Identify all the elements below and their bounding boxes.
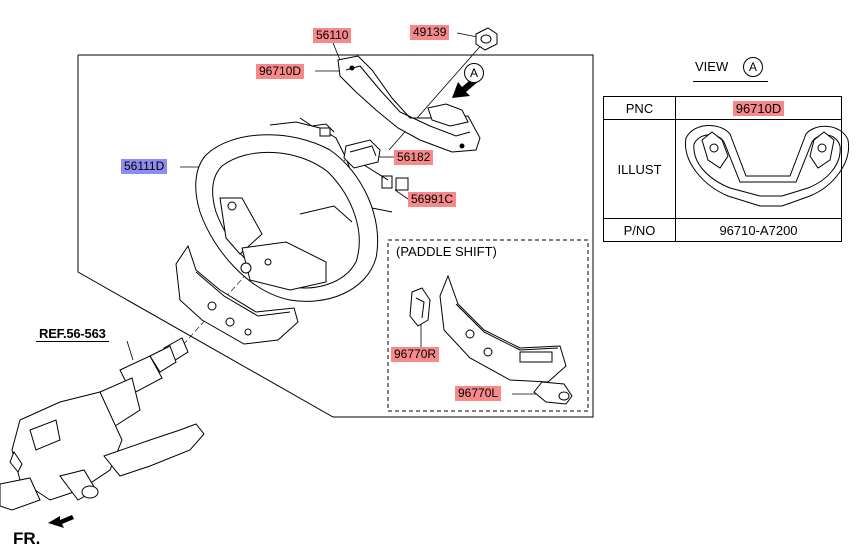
label-96710d[interactable]: 96710D [256, 64, 305, 79]
illust-header: ILLUST [603, 119, 676, 219]
table-row-illust: ILLUST [603, 119, 842, 219]
lower-cover-part [175, 244, 299, 345]
pnc-value[interactable]: 96710D [732, 100, 785, 116]
table-row-pno: P/NO 96710-A7200 [603, 218, 842, 242]
label-ref[interactable]: REF.56-563 [36, 326, 109, 342]
paddle-cover-part [439, 274, 567, 383]
clock-spring-part [343, 139, 381, 169]
table-row-pnc: PNC 96710D [603, 96, 842, 120]
steering-wheel-part [195, 134, 379, 302]
view-title-marker: A [743, 57, 763, 77]
view-underline [693, 81, 768, 82]
pno-header: P/NO [603, 218, 676, 242]
label-56111d[interactable]: 56111D [121, 159, 168, 174]
label-96770r[interactable]: 96770R [391, 347, 440, 362]
assembly-frame [77, 54, 594, 418]
front-arrow [48, 515, 74, 528]
label-front: FR. [13, 529, 41, 548]
label-49139[interactable]: 49139 [410, 25, 450, 40]
pnc-header: PNC [603, 96, 676, 120]
view-marker-circle: A [464, 63, 484, 83]
label-56182[interactable]: 56182 [394, 150, 434, 165]
paddle-left-part [533, 381, 573, 405]
pnc-table: PNC 96710D ILLUST P/NO 96710-A7200 [603, 96, 842, 242]
nut-part [475, 27, 498, 51]
label-56991c[interactable]: 56991C [408, 192, 457, 207]
pno-value: 96710-A7200 [675, 218, 842, 242]
paddle-right-part [409, 287, 431, 327]
label-56110[interactable]: 56110 [313, 28, 352, 43]
steering-column-part [0, 337, 205, 511]
paddle-shift-box [387, 239, 589, 412]
illust-cell [675, 119, 842, 219]
bezel-cover-part [337, 55, 481, 153]
paddle-shift-title: (PADDLE SHIFT) [396, 244, 497, 259]
pnc-value-cell: 96710D [675, 96, 842, 120]
view-title: VIEW [695, 59, 729, 74]
label-96770l[interactable]: 96770L [455, 386, 502, 401]
